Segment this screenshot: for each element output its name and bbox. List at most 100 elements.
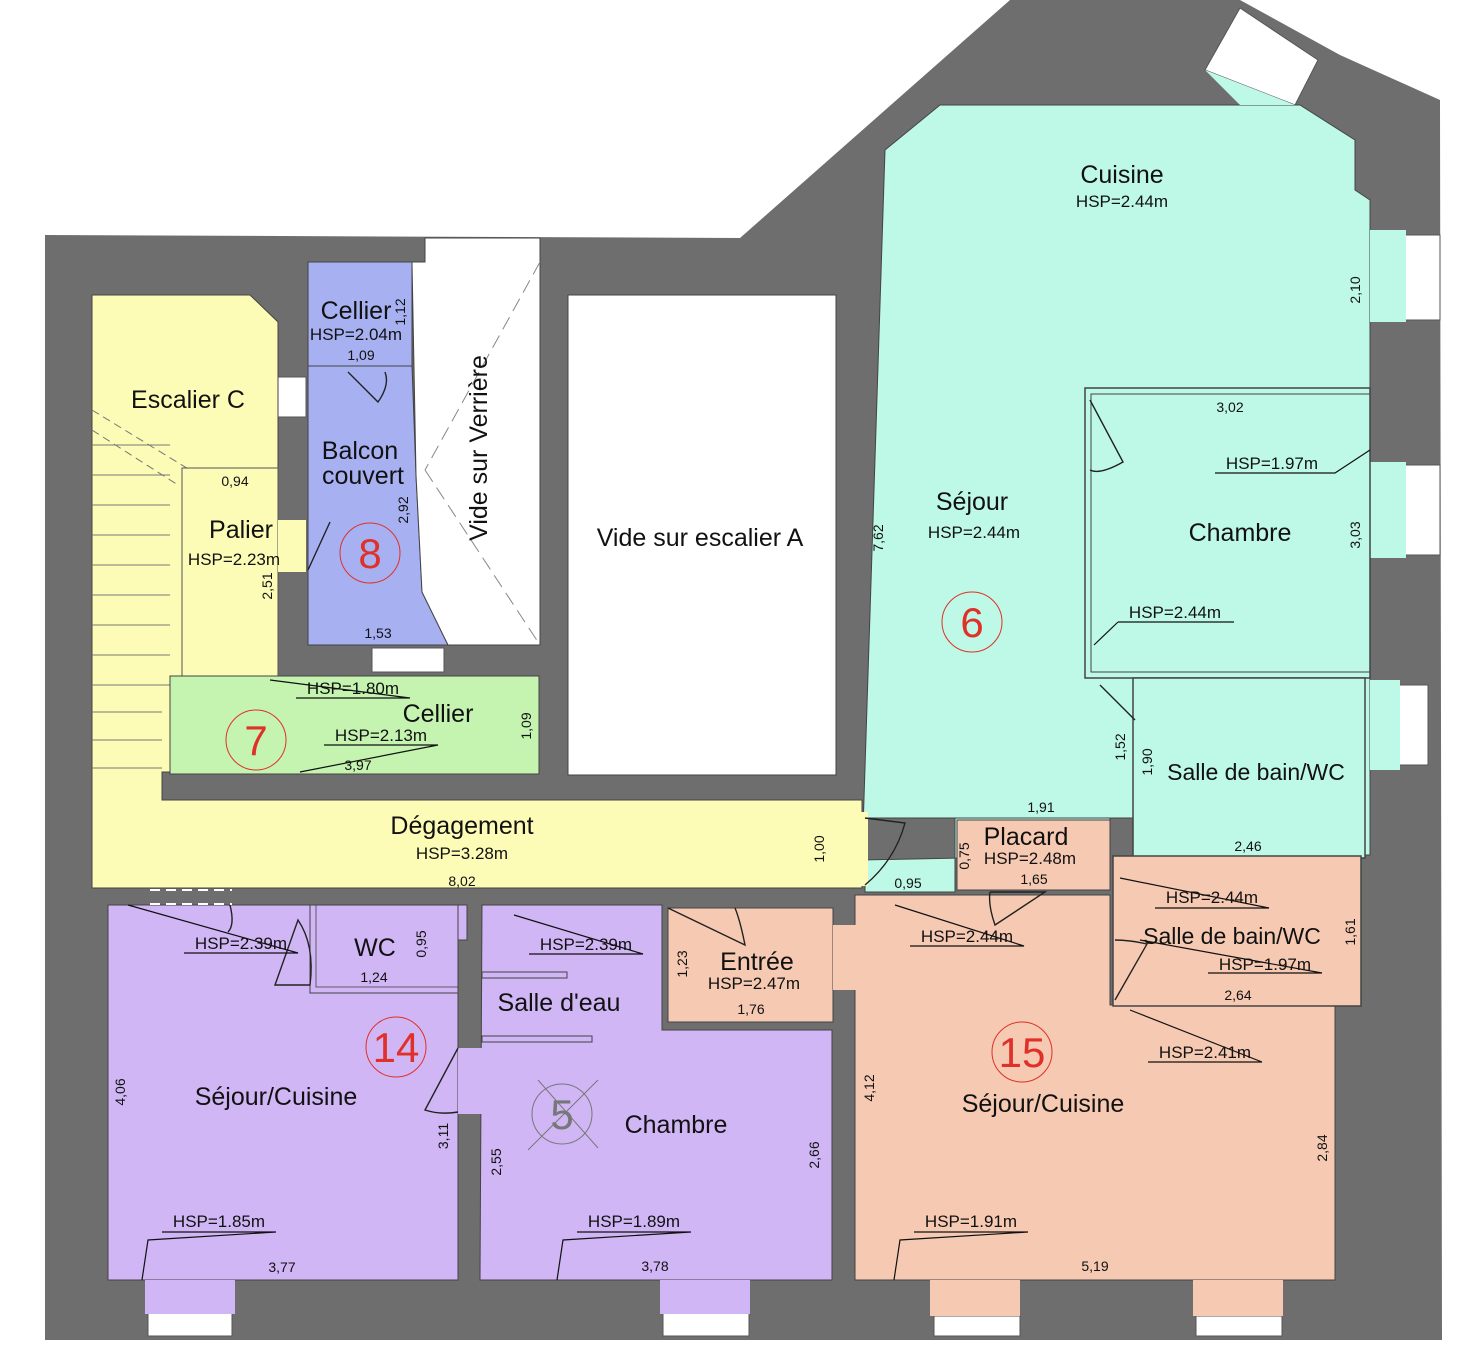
room-name-sdb6: Salle de bain/WC [1167, 759, 1345, 785]
svg-text:3,97: 3,97 [344, 757, 371, 773]
room-hsp-cellier7: HSP=2.13m [335, 726, 427, 745]
room-name-verriere: Vide sur Verrière [465, 355, 493, 541]
svg-text:1,65: 1,65 [1020, 871, 1047, 887]
room-placard [956, 819, 1111, 891]
dimensions-horizontal: 3,02 1,91 2,46 1,09 1,53 0,94 3,97 8,02 … [221, 347, 1261, 1275]
svg-text:1,24: 1,24 [360, 969, 387, 985]
room-entree [667, 907, 834, 1023]
room-name-chambre5: Chambre [625, 1111, 728, 1139]
svg-text:2,46: 2,46 [1234, 838, 1261, 854]
svg-text:2,10: 2,10 [1347, 276, 1363, 303]
lot-number-6: 6 [960, 599, 983, 646]
room-name-placard: Placard [984, 823, 1069, 851]
room-name-escalier: Escalier C [131, 386, 245, 414]
svg-text:3,02: 3,02 [1216, 399, 1243, 415]
room-hsp-degagement: HSP=3.28m [416, 844, 508, 863]
palier-opening [278, 520, 306, 572]
room-hsp-sdb15: HSP=1.97m [1219, 955, 1311, 974]
svg-text:2,55: 2,55 [488, 1148, 504, 1175]
stair-treads [91, 409, 191, 769]
room-name-chambre6: Chambre [1189, 519, 1292, 547]
room-sdb-15 [1112, 855, 1362, 1007]
window-recess-5 [660, 1280, 750, 1314]
room-hsp-entree: HSP=2.47m [708, 974, 800, 993]
svg-text:1,00: 1,00 [811, 835, 827, 862]
room-hsp-sejour14-bottom: HSP=1.85m [173, 1212, 265, 1231]
window-recess-top [1205, 70, 1295, 105]
salle-eau-partitions [481, 971, 593, 1043]
lot-number-5: 5 [550, 1091, 573, 1138]
svg-text:2,92: 2,92 [395, 496, 411, 523]
room-hsp-cuisine: HSP=2.44m [1076, 192, 1168, 211]
window-recess-14 [145, 1280, 235, 1314]
room-name-sejour6: Séjour [936, 488, 1008, 516]
room-chambre-5 [479, 904, 833, 1281]
room-name-degagement: Dégagement [390, 812, 533, 840]
room-name-palier: Palier [209, 516, 273, 544]
room-cellier-8 [307, 261, 413, 367]
svg-text:1,90: 1,90 [1139, 748, 1155, 775]
dimensions-vertical: 2,10 3,03 7,62 1,52 1,90 1,12 2,92 2,51 … [112, 276, 1363, 1175]
svg-text:2,84: 2,84 [1314, 1134, 1330, 1161]
window-recess-15a [930, 1280, 1020, 1316]
lot-number-8: 8 [358, 530, 381, 577]
room-name-cellier7: Cellier [403, 700, 474, 728]
room-hsp-sejour14-top: HSP=2.39m [195, 934, 287, 953]
svg-text:1,91: 1,91 [1027, 799, 1054, 815]
hsp-leaders [127, 449, 1371, 1281]
svg-text:4,06: 4,06 [112, 1078, 128, 1105]
room-hsp-cellier8: HSP=2.04m [310, 325, 402, 344]
lot-number-15: 15 [999, 1029, 1046, 1076]
room-name-wc14: WC [354, 934, 396, 962]
svg-text:3,03: 3,03 [1347, 521, 1363, 548]
lot-circles [225, 522, 1053, 1151]
room-name-balcon-2: couvert [322, 462, 404, 490]
room-name-cellier8: Cellier [321, 297, 392, 325]
windows [147, 7, 1441, 1337]
verriere-dash [424, 261, 541, 646]
room-hsp-sejour15-right: HSP=2.41m [1159, 1043, 1251, 1062]
wc-wall-line [315, 904, 459, 988]
room-name-vide-a: Vide sur escalier A [597, 524, 804, 552]
svg-text:1,61: 1,61 [1342, 918, 1358, 945]
svg-text:0,94: 0,94 [221, 473, 248, 489]
entree-opening [833, 925, 857, 990]
room-name-cuisine: Cuisine [1080, 161, 1163, 189]
svg-text:3,78: 3,78 [641, 1258, 668, 1274]
svg-text:1,12: 1,12 [392, 298, 408, 325]
room-escalier [91, 294, 863, 889]
lot-number-14: 14 [373, 1024, 420, 1071]
room-name-balcon-1: Balcon [322, 437, 398, 465]
svg-text:2,51: 2,51 [259, 572, 275, 599]
vide-sur-verriere [411, 237, 541, 646]
window-recess-right-1 [1370, 230, 1406, 322]
svg-text:3,11: 3,11 [435, 1123, 451, 1149]
room-hsp-chambre6-bottom: HSP=2.44m [1129, 603, 1221, 622]
svg-text:4,12: 4,12 [861, 1074, 877, 1101]
vide-sur-escalier-a [567, 294, 837, 776]
svg-text:1,76: 1,76 [737, 1001, 764, 1017]
room-name-entree: Entrée [720, 948, 794, 976]
svg-text:1,52: 1,52 [1112, 733, 1128, 760]
room-hsp-chambre5: HSP=1.89m [588, 1212, 680, 1231]
window-recess-right-2 [1370, 462, 1406, 558]
room-hsp-salle-eau: HSP=2.39m [540, 935, 632, 954]
room-hsp-palier: HSP=2.23m [188, 550, 280, 569]
door-swings [227, 371, 1149, 1114]
room-chambre-6 [1084, 387, 1371, 679]
room-hsp-placard: HSP=2.48m [984, 849, 1076, 868]
lot-number-7: 7 [244, 717, 267, 764]
room-hsp-chambre6-top: HSP=1.97m [1226, 454, 1318, 473]
room-sdb-6 [1132, 677, 1366, 859]
svg-text:7,62: 7,62 [870, 524, 886, 551]
room-name-salle-eau: Salle d'eau [498, 989, 621, 1017]
svg-text:1,09: 1,09 [518, 712, 534, 739]
svg-text:3,77: 3,77 [268, 1259, 295, 1275]
svg-text:1,09: 1,09 [347, 347, 374, 363]
svg-text:0,95: 0,95 [413, 930, 429, 957]
window-recess-right-3 [1370, 680, 1400, 770]
svg-text:1,53: 1,53 [364, 625, 391, 641]
room-hsp-sejour6: HSP=2.44m [928, 523, 1020, 542]
svg-text:2,64: 2,64 [1224, 987, 1251, 1003]
svg-text:5,19: 5,19 [1081, 1258, 1108, 1274]
